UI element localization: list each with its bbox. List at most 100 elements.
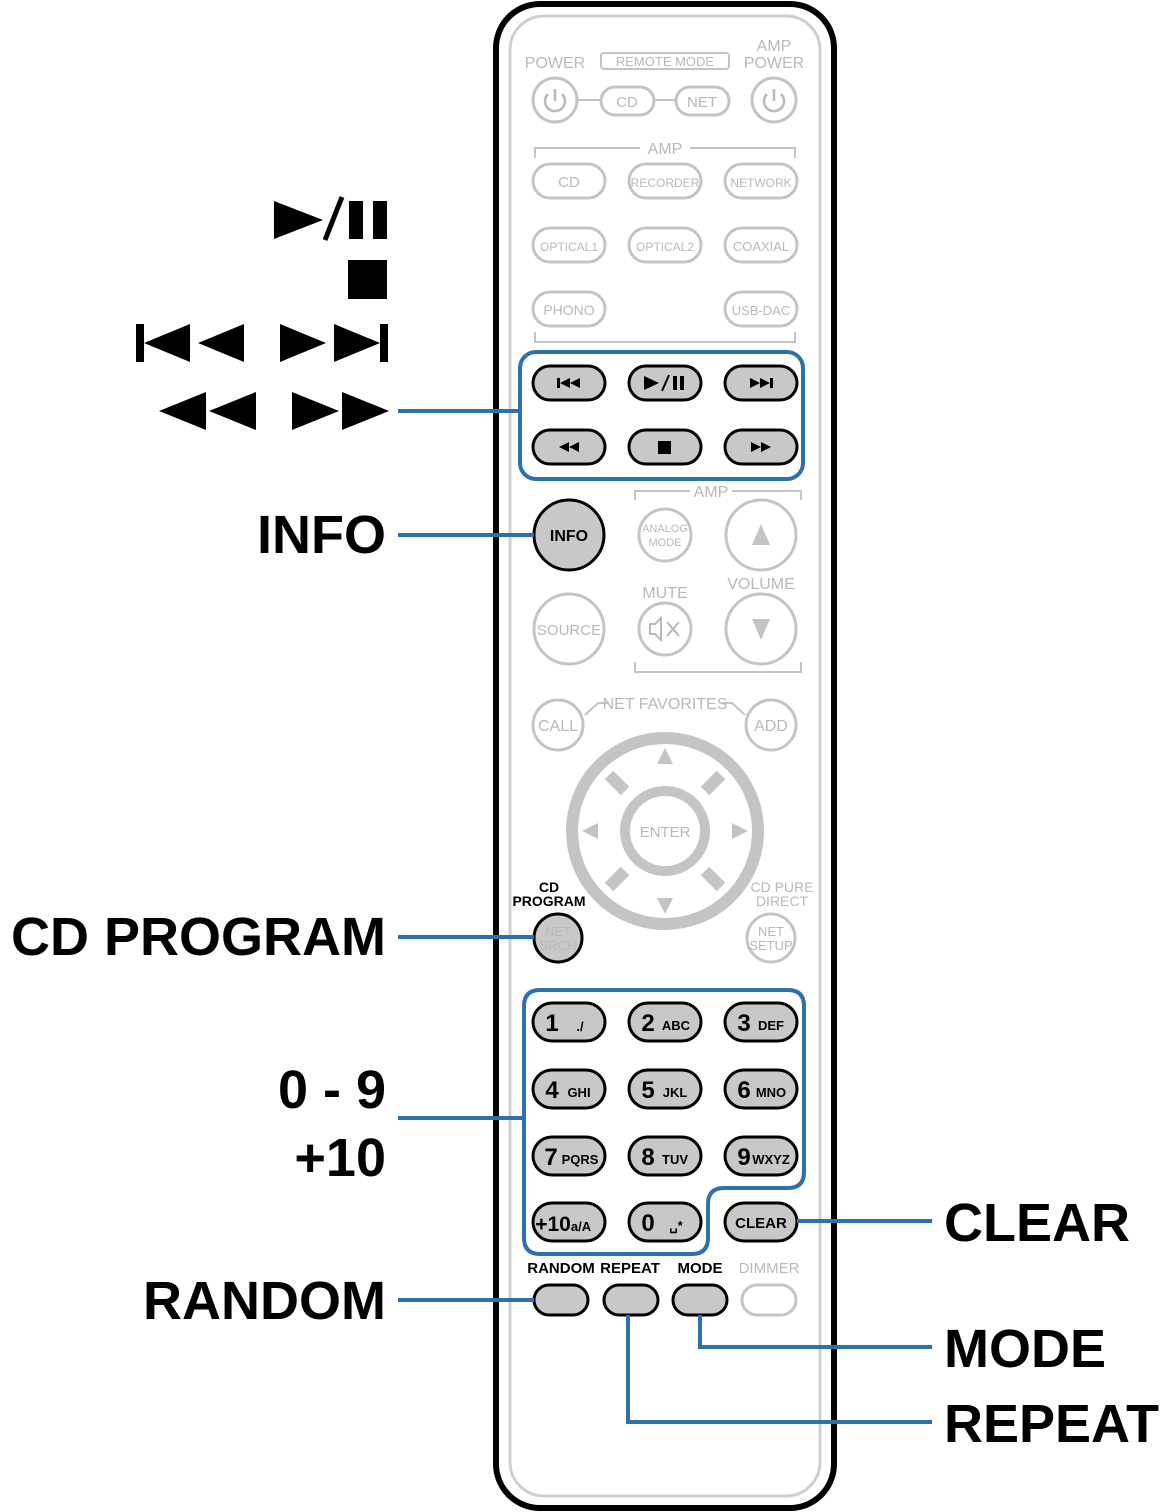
source-button[interactable]: SOURCE — [532, 592, 606, 666]
source-phono-button[interactable]: PHONO — [531, 290, 607, 328]
svg-text:CD: CD — [558, 174, 580, 191]
svg-text:+10: +10 — [535, 1213, 571, 1236]
leader-mode — [698, 1315, 932, 1349]
random-key-label: RANDOM — [527, 1260, 595, 1277]
call-button[interactable]: CALL — [531, 698, 585, 752]
clear-button[interactable]: CLEAR — [723, 1201, 799, 1243]
svg-text:MODE: MODE — [649, 537, 682, 549]
dimmer-key-label: DIMMER — [739, 1260, 800, 1277]
svg-text:CD: CD — [616, 94, 638, 111]
key-3-button[interactable]: 3 DEF — [723, 1001, 799, 1043]
rewind-button[interactable] — [531, 428, 607, 466]
power-button[interactable] — [531, 76, 579, 124]
info-callout: INFO — [257, 505, 386, 565]
key-4-button[interactable]: 4 GHI — [531, 1068, 607, 1110]
key-plus10-button[interactable]: +10 a/A — [531, 1201, 607, 1243]
analog-mode-button[interactable]: ANALOG MODE — [637, 507, 693, 563]
remote-inner-outline — [508, 14, 822, 1498]
mode-callout: MODE — [944, 1319, 1106, 1379]
random-button[interactable] — [532, 1283, 590, 1317]
svg-text:5: 5 — [641, 1077, 654, 1104]
fast-forward-icon — [751, 442, 771, 452]
svg-text:a/A: a/A — [571, 1219, 592, 1234]
fast-forward-button[interactable] — [723, 428, 799, 466]
cd-pure-label-1: CD PURE — [750, 879, 813, 895]
source-optical2-button[interactable]: OPTICAL2 — [627, 226, 703, 264]
svg-text:8: 8 — [641, 1144, 654, 1171]
svg-text:OPTICAL2: OPTICAL2 — [636, 240, 694, 254]
svg-text:WXYZ: WXYZ — [752, 1152, 790, 1167]
svg-text:JKL: JKL — [663, 1085, 688, 1100]
volume-up-button[interactable] — [724, 498, 798, 572]
triangle-up-icon — [752, 524, 770, 545]
svg-text:COAXIAL: COAXIAL — [733, 239, 789, 254]
source-cd-button[interactable]: CD — [531, 162, 607, 200]
skip-forward-icon — [750, 378, 773, 388]
leader-repeat — [626, 1315, 932, 1424]
skip-symbols-label — [136, 324, 388, 362]
svg-text:CLEAR: CLEAR — [735, 1215, 787, 1232]
svg-text:NET: NET — [758, 924, 784, 939]
key-0-button[interactable]: 0 ␣* — [627, 1201, 703, 1243]
svg-text:CALL: CALL — [538, 718, 578, 735]
dimmer-button[interactable] — [740, 1283, 798, 1317]
cd-program-label-1: CD — [539, 879, 559, 895]
net-srch-button[interactable]: NET SRCH — [532, 912, 584, 964]
amp-power-button[interactable] — [750, 76, 798, 124]
svg-text:MNO: MNO — [756, 1085, 786, 1100]
source-network-button[interactable]: NETWORK — [723, 162, 799, 200]
key-5-button[interactable]: 5 JKL — [627, 1068, 703, 1110]
key-8-button[interactable]: 8 TUV — [627, 1135, 703, 1177]
source-coaxial-button[interactable]: COAXIAL — [723, 226, 799, 264]
enter-button[interactable]: ENTER — [620, 786, 710, 876]
svg-text:NETWORK: NETWORK — [730, 176, 791, 190]
svg-text:2: 2 — [641, 1010, 654, 1037]
volume-down-button[interactable] — [724, 592, 798, 666]
speaker-mute-icon — [649, 615, 680, 643]
mode-button[interactable] — [671, 1283, 729, 1317]
source-optical1-button[interactable]: OPTICAL1 — [531, 226, 607, 264]
key-2-button[interactable]: 2 ABC — [627, 1001, 703, 1043]
cd-pure-label-2: DIRECT — [756, 893, 809, 909]
key-1-button[interactable]: 1 ./ — [531, 1001, 607, 1043]
svg-text:OPTICAL1: OPTICAL1 — [540, 240, 598, 254]
key-6-button[interactable]: 6 MNO — [723, 1068, 799, 1110]
skip-forward-button[interactable] — [723, 364, 799, 402]
key-7-button[interactable]: 7 PQRS — [531, 1135, 607, 1177]
clear-callout: CLEAR — [944, 1193, 1130, 1253]
cd-program-label-2: PROGRAM — [512, 893, 585, 909]
info-button[interactable]: INFO — [532, 498, 606, 572]
key-9-button[interactable]: 9 WXYZ — [723, 1135, 799, 1177]
stop-icon — [658, 441, 671, 454]
svg-text:ADD: ADD — [754, 718, 788, 735]
repeat-button[interactable] — [602, 1283, 660, 1317]
remote-mode-label: REMOTE MODE — [616, 54, 715, 69]
source-usbdac-button[interactable]: USB-DAC — [723, 290, 799, 328]
mute-button[interactable] — [637, 601, 693, 657]
add-button[interactable]: ADD — [744, 698, 798, 752]
svg-text:NET: NET — [687, 94, 717, 111]
svg-text:INFO: INFO — [550, 528, 588, 545]
source-recorder-button[interactable]: RECORDER — [627, 162, 703, 200]
repeat-callout: REPEAT — [944, 1394, 1159, 1454]
cd-program-callout: CD PROGRAM — [11, 907, 386, 967]
svg-text:SRCH: SRCH — [540, 938, 577, 953]
stop-button[interactable] — [627, 428, 703, 466]
play-pause-button[interactable] — [627, 364, 703, 402]
amp-section-label: AMP — [648, 141, 683, 158]
keypad-highlight-box — [522, 988, 806, 1256]
svg-text:RECORDER: RECORDER — [631, 176, 700, 190]
svg-text:TUV: TUV — [662, 1152, 688, 1167]
mode-cd-button[interactable]: CD — [599, 85, 656, 117]
svg-text:7: 7 — [544, 1144, 557, 1171]
svg-text:SOURCE: SOURCE — [537, 622, 601, 639]
net-setup-button[interactable]: NET SETUP — [745, 912, 797, 964]
power-label: POWER — [525, 55, 585, 72]
svg-text:DEF: DEF — [758, 1018, 784, 1033]
net-favorites-label: NET FAVORITES — [603, 696, 728, 713]
svg-text:ANALOG: ANALOG — [642, 523, 688, 535]
amp-power-label-1: AMP — [757, 38, 792, 55]
mode-net-button[interactable]: NET — [674, 85, 731, 117]
svg-text:GHI: GHI — [567, 1085, 590, 1100]
skip-back-button[interactable] — [531, 364, 607, 402]
